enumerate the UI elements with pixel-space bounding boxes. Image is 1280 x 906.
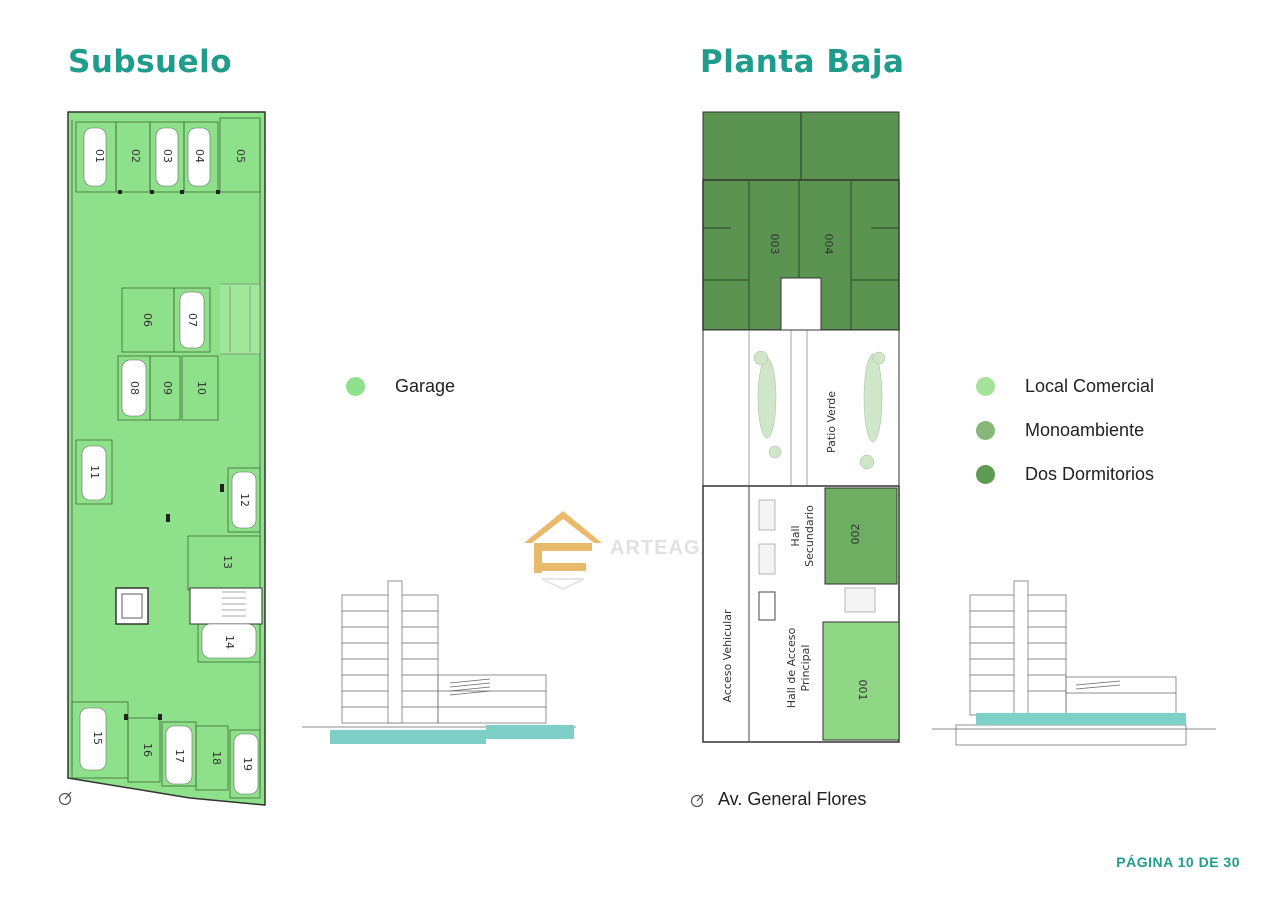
legend-garage-swatch	[346, 377, 365, 396]
space-14: 14	[223, 635, 236, 649]
house-logo-icon	[524, 511, 602, 591]
acceso-vehicular-label: Acceso Vehicular	[721, 609, 734, 702]
space-09: 09	[161, 381, 174, 395]
legend-dos-label: Dos Dormitorios	[1025, 464, 1155, 484]
space-05: 05	[234, 149, 247, 163]
north-arrow-icon	[690, 793, 704, 807]
hall-acceso-principal-line2: Principal	[799, 645, 812, 692]
space-08: 08	[128, 381, 141, 395]
legend-mono-swatch	[976, 421, 995, 440]
subsuelo-plan: 01 02 03 04 05 06 07 08 09 10 11 12 13 1…	[67, 111, 266, 806]
legend-monoambiente: Monoambiente	[976, 420, 1144, 441]
monoambiente-002	[824, 487, 898, 585]
unit-001: 001	[856, 680, 869, 701]
legend-garage-label: Garage	[395, 376, 456, 396]
space-18: 18	[210, 751, 223, 765]
planta-baja-section-diagram	[932, 580, 1216, 746]
legend-local-label: Local Comercial	[1025, 376, 1155, 396]
unit-002: 002	[849, 524, 862, 545]
legend-garage: Garage	[346, 376, 455, 397]
space-10: 10	[195, 381, 208, 395]
street-name: Av. General Flores	[718, 789, 867, 809]
page-number: PÁGINA 10 DE 30	[1116, 854, 1240, 870]
space-19: 19	[241, 757, 254, 771]
subsuelo-title: Subsuelo	[68, 44, 233, 80]
legend-local-swatch	[976, 377, 995, 396]
planta-baja-title: Planta Baja	[700, 44, 905, 80]
street-label-row: Av. General Flores	[690, 789, 866, 810]
local-comercial-001	[822, 621, 900, 741]
legend-dos-dormitorios: Dos Dormitorios	[976, 464, 1154, 485]
subsuelo-section-diagram	[302, 580, 576, 744]
patio-verde-label: Patio Verde	[825, 391, 838, 453]
unit-003: 003	[768, 234, 781, 255]
space-16: 16	[141, 743, 154, 757]
subsuelo-section-highlight	[330, 730, 486, 744]
space-13: 13	[221, 555, 234, 569]
space-01: 01	[93, 149, 106, 163]
hall-secundario-line1: Hall	[789, 525, 802, 546]
space-11: 11	[88, 465, 101, 479]
planta-baja-section-highlight	[976, 713, 1186, 725]
space-06: 06	[141, 313, 154, 327]
space-17: 17	[173, 749, 186, 763]
legend-dos-swatch	[976, 465, 995, 484]
planta-baja-plan: 003 004 Patio Verde 002 001 Hall Secunda…	[702, 111, 900, 743]
hall-secundario-line2: Secundario	[803, 505, 816, 567]
unit-004: 004	[822, 234, 835, 255]
legend-local-comercial: Local Comercial	[976, 376, 1154, 397]
space-04: 04	[193, 149, 206, 163]
space-03: 03	[161, 149, 174, 163]
space-15: 15	[91, 731, 104, 745]
hall-acceso-principal-line1: Hall de Acceso	[785, 627, 798, 708]
space-02: 02	[129, 149, 142, 163]
space-12: 12	[238, 493, 251, 507]
space-07: 07	[186, 313, 199, 327]
north-arrow-icon	[58, 791, 72, 806]
legend-mono-label: Monoambiente	[1025, 420, 1145, 440]
